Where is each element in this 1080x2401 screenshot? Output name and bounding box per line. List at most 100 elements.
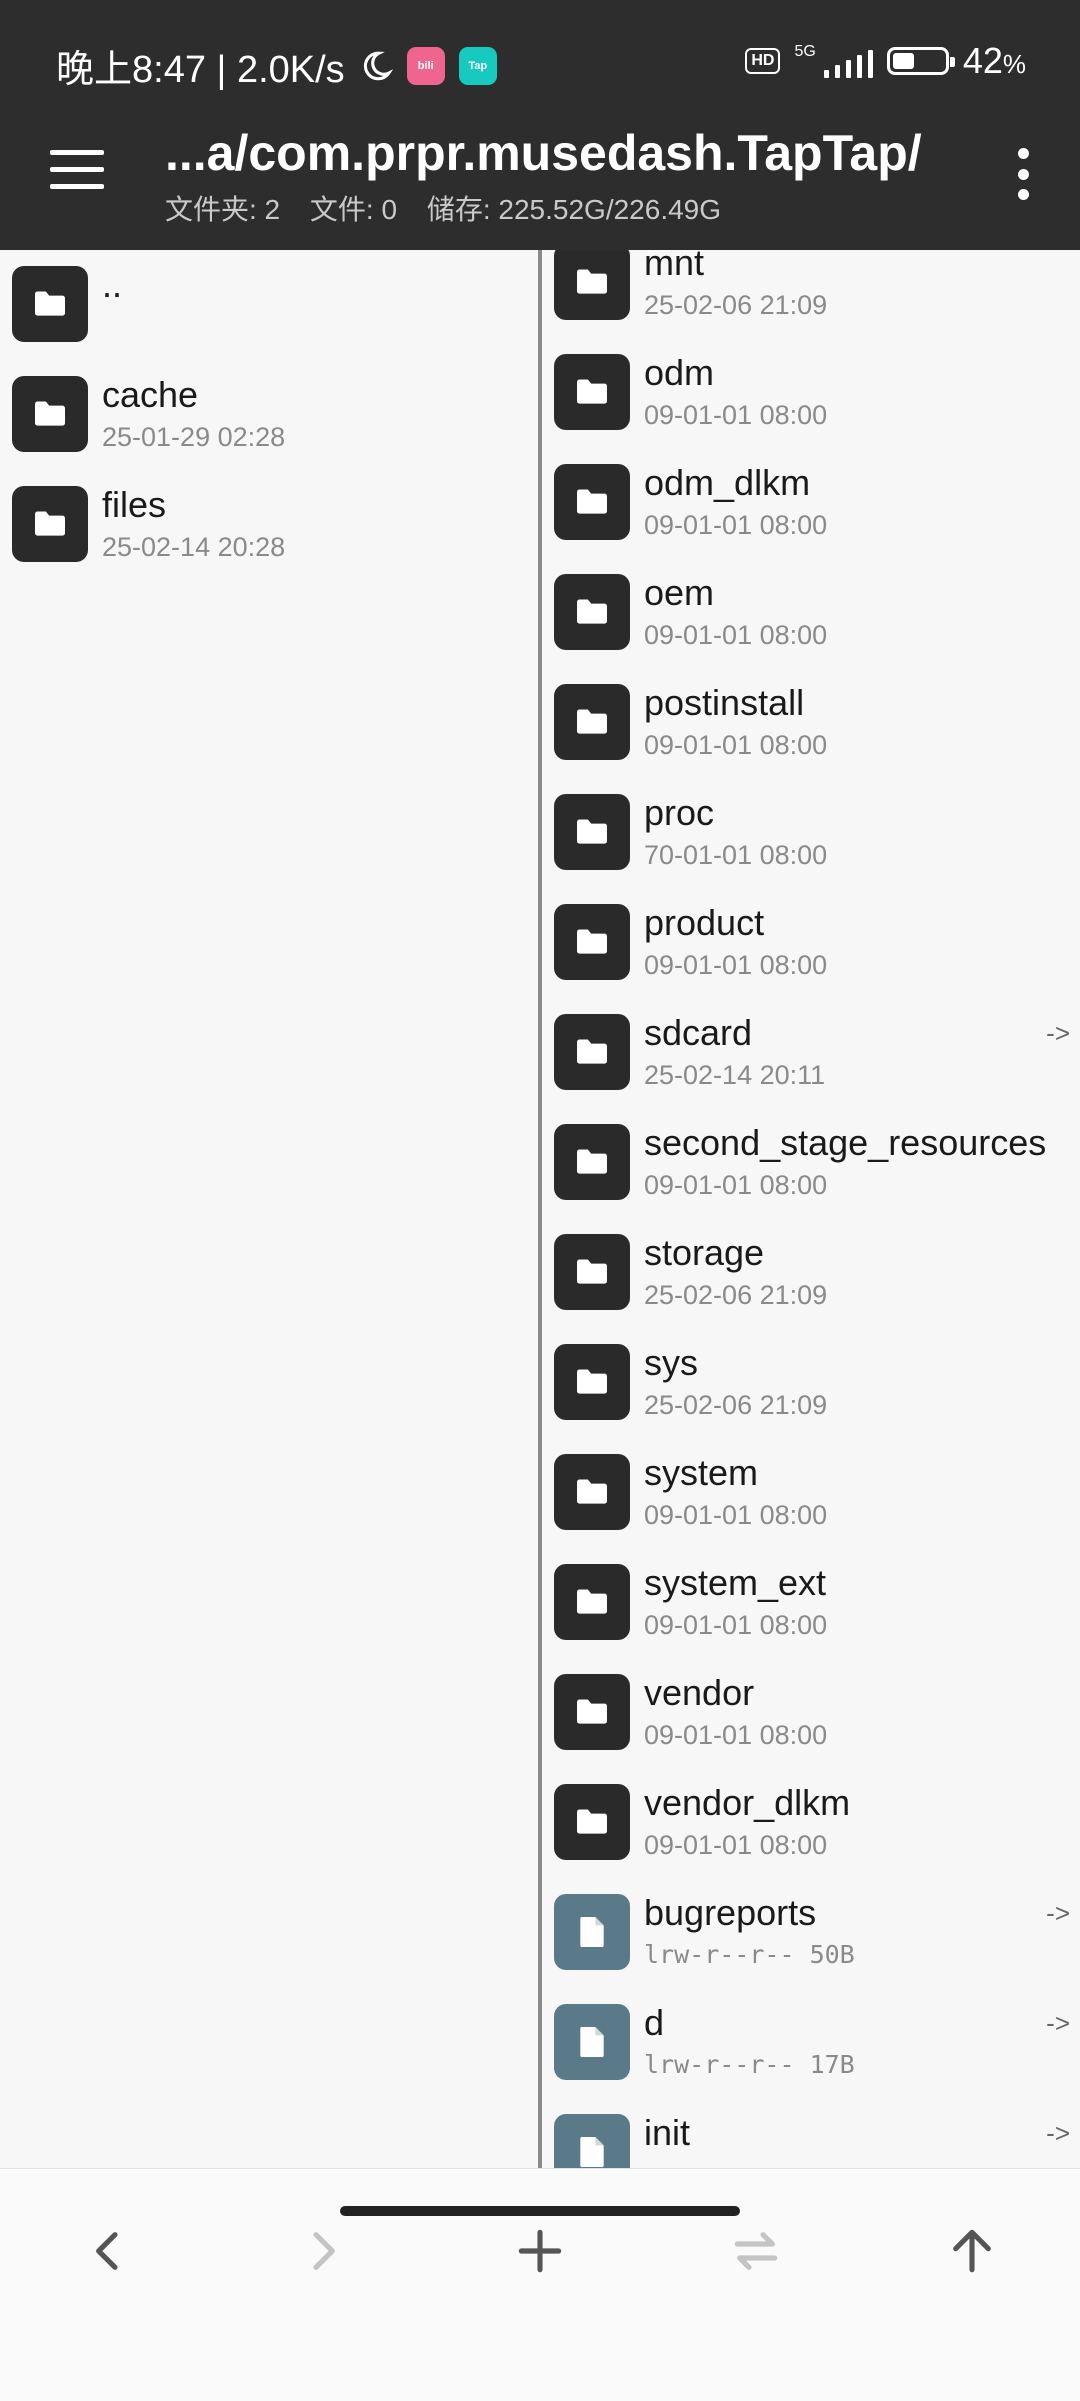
folder-icon bbox=[554, 354, 630, 430]
list-item[interactable]: init-> bbox=[542, 2098, 1080, 2168]
item-name: .. bbox=[102, 264, 123, 305]
item-meta: 25-02-14 20:11 bbox=[644, 1060, 826, 1090]
list-item[interactable]: proc 70-01-01 08:00 bbox=[542, 778, 1080, 888]
item-meta: 70-01-01 08:00 bbox=[644, 840, 828, 870]
folder-icon bbox=[554, 1234, 630, 1310]
folder-icon bbox=[554, 464, 630, 540]
item-name: odm_dlkm bbox=[644, 462, 811, 503]
home-indicator[interactable] bbox=[340, 2206, 740, 2216]
folder-icon bbox=[12, 486, 88, 562]
item-meta: 25-02-06 21:09 bbox=[644, 1390, 828, 1420]
battery-percent: 42% bbox=[962, 40, 1026, 81]
item-name: bugreports bbox=[644, 1892, 817, 1933]
list-item[interactable]: odm_dlkm 09-01-01 08:00 bbox=[542, 448, 1080, 558]
item-name: vendor bbox=[644, 1672, 755, 1713]
item-meta: 09-01-01 08:00 bbox=[644, 510, 828, 540]
list-item[interactable]: sdcard 25-02-14 20:11 -> bbox=[542, 998, 1080, 1108]
swap-icon[interactable] bbox=[716, 2211, 796, 2291]
folder-count: 文件夹: 2 bbox=[165, 194, 281, 225]
folder-icon bbox=[554, 1454, 630, 1530]
folder-icon bbox=[554, 1784, 630, 1860]
item-meta: 09-01-01 08:00 bbox=[644, 1720, 828, 1750]
item-meta: 09-01-01 08:00 bbox=[644, 620, 828, 650]
list-item[interactable]: d lrw-r--r-- 17B -> bbox=[542, 1988, 1080, 2098]
add-icon[interactable] bbox=[500, 2211, 580, 2291]
up-icon[interactable] bbox=[932, 2211, 1012, 2291]
file-icon bbox=[554, 1894, 630, 1970]
list-item[interactable]: storage 25-02-06 21:09 bbox=[542, 1218, 1080, 1328]
menu-icon[interactable] bbox=[50, 150, 104, 190]
folder-icon bbox=[12, 266, 88, 342]
moon-icon bbox=[363, 51, 393, 80]
list-item[interactable]: system_ext 09-01-01 08:00 bbox=[542, 1548, 1080, 1658]
status-left: 晚上8:47 | 2.0K/s bili Tap bbox=[56, 38, 497, 93]
list-item[interactable]: bugreports lrw-r--r-- 50B -> bbox=[542, 1878, 1080, 1988]
file-icon bbox=[554, 2004, 630, 2080]
signal-icon: 5G bbox=[794, 44, 873, 78]
bilibili-app-icon: bili bbox=[406, 46, 445, 85]
item-name: sdcard bbox=[644, 1012, 753, 1053]
item-name: vendor_dlkm bbox=[644, 1782, 851, 1823]
folder-icon bbox=[554, 250, 630, 320]
forward-icon[interactable] bbox=[283, 2211, 363, 2291]
folder-icon bbox=[554, 1564, 630, 1640]
item-name: system_ext bbox=[644, 1562, 827, 1603]
item-meta: lrw-r--r-- 17B bbox=[644, 2050, 855, 2079]
symlink-indicator: -> bbox=[1046, 1018, 1070, 1048]
item-name: files bbox=[102, 484, 167, 525]
taptap-app-icon: Tap bbox=[458, 46, 497, 85]
list-item[interactable]: sys 25-02-06 21:09 bbox=[542, 1328, 1080, 1438]
symlink-indicator: -> bbox=[1046, 1898, 1070, 1928]
time-and-speed: 晚上8:47 | 2.0K/s bbox=[56, 49, 345, 91]
folder-icon bbox=[554, 1344, 630, 1420]
list-item[interactable]: vendor_dlkm 09-01-01 08:00 bbox=[542, 1768, 1080, 1878]
folder-icon bbox=[554, 574, 630, 650]
folder-icon bbox=[12, 376, 88, 452]
folder-icon bbox=[554, 1124, 630, 1200]
list-item[interactable]: files 25-02-14 20:28 bbox=[0, 470, 538, 580]
item-meta: 09-01-01 08:00 bbox=[644, 1610, 828, 1640]
more-options-icon[interactable] bbox=[1016, 148, 1030, 200]
item-name: odm bbox=[644, 352, 715, 393]
item-name: postinstall bbox=[644, 682, 805, 723]
path-info: 文件夹: 2 文件: 0 储存: 225.52G/226.49G bbox=[165, 188, 743, 228]
folder-icon bbox=[554, 1014, 630, 1090]
list-item[interactable]: .. bbox=[0, 250, 538, 360]
symlink-indicator: -> bbox=[1046, 2118, 1070, 2148]
item-name: cache bbox=[102, 374, 199, 415]
item-name: proc bbox=[644, 792, 715, 833]
list-item[interactable]: cache 25-01-29 02:28 bbox=[0, 360, 538, 470]
status-right: HD 5G 42% bbox=[745, 40, 1026, 82]
pane-divider[interactable] bbox=[538, 250, 542, 2168]
item-name: d bbox=[644, 2002, 665, 2043]
item-meta: lrw-r--r-- 50B bbox=[644, 1940, 855, 1969]
folder-icon bbox=[554, 1674, 630, 1750]
item-name: product bbox=[644, 902, 765, 943]
list-item[interactable]: oem 09-01-01 08:00 bbox=[542, 558, 1080, 668]
file-count: 文件: 0 bbox=[309, 194, 398, 225]
item-meta: 09-01-01 08:00 bbox=[644, 1500, 828, 1530]
hd-icon: HD bbox=[745, 48, 781, 74]
item-meta: 25-02-14 20:28 bbox=[102, 532, 286, 562]
item-meta: 25-02-06 21:09 bbox=[644, 1280, 828, 1310]
status-bar: 晚上8:47 | 2.0K/s bili Tap HD 5G 42% bbox=[0, 0, 1080, 120]
item-name: second_stage_resources bbox=[644, 1122, 1047, 1163]
item-meta: 09-01-01 08:00 bbox=[644, 1830, 828, 1860]
list-item[interactable]: vendor 09-01-01 08:00 bbox=[542, 1658, 1080, 1768]
file-icon bbox=[554, 2114, 630, 2168]
item-name: sys bbox=[644, 1342, 698, 1383]
item-meta: 25-01-29 02:28 bbox=[102, 422, 286, 452]
item-name: oem bbox=[644, 572, 715, 613]
symlink-indicator: -> bbox=[1046, 2008, 1070, 2038]
back-icon[interactable] bbox=[68, 2211, 148, 2291]
folder-icon bbox=[554, 794, 630, 870]
item-meta: 25-02-06 21:09 bbox=[644, 290, 828, 320]
item-name: storage bbox=[644, 1232, 765, 1273]
